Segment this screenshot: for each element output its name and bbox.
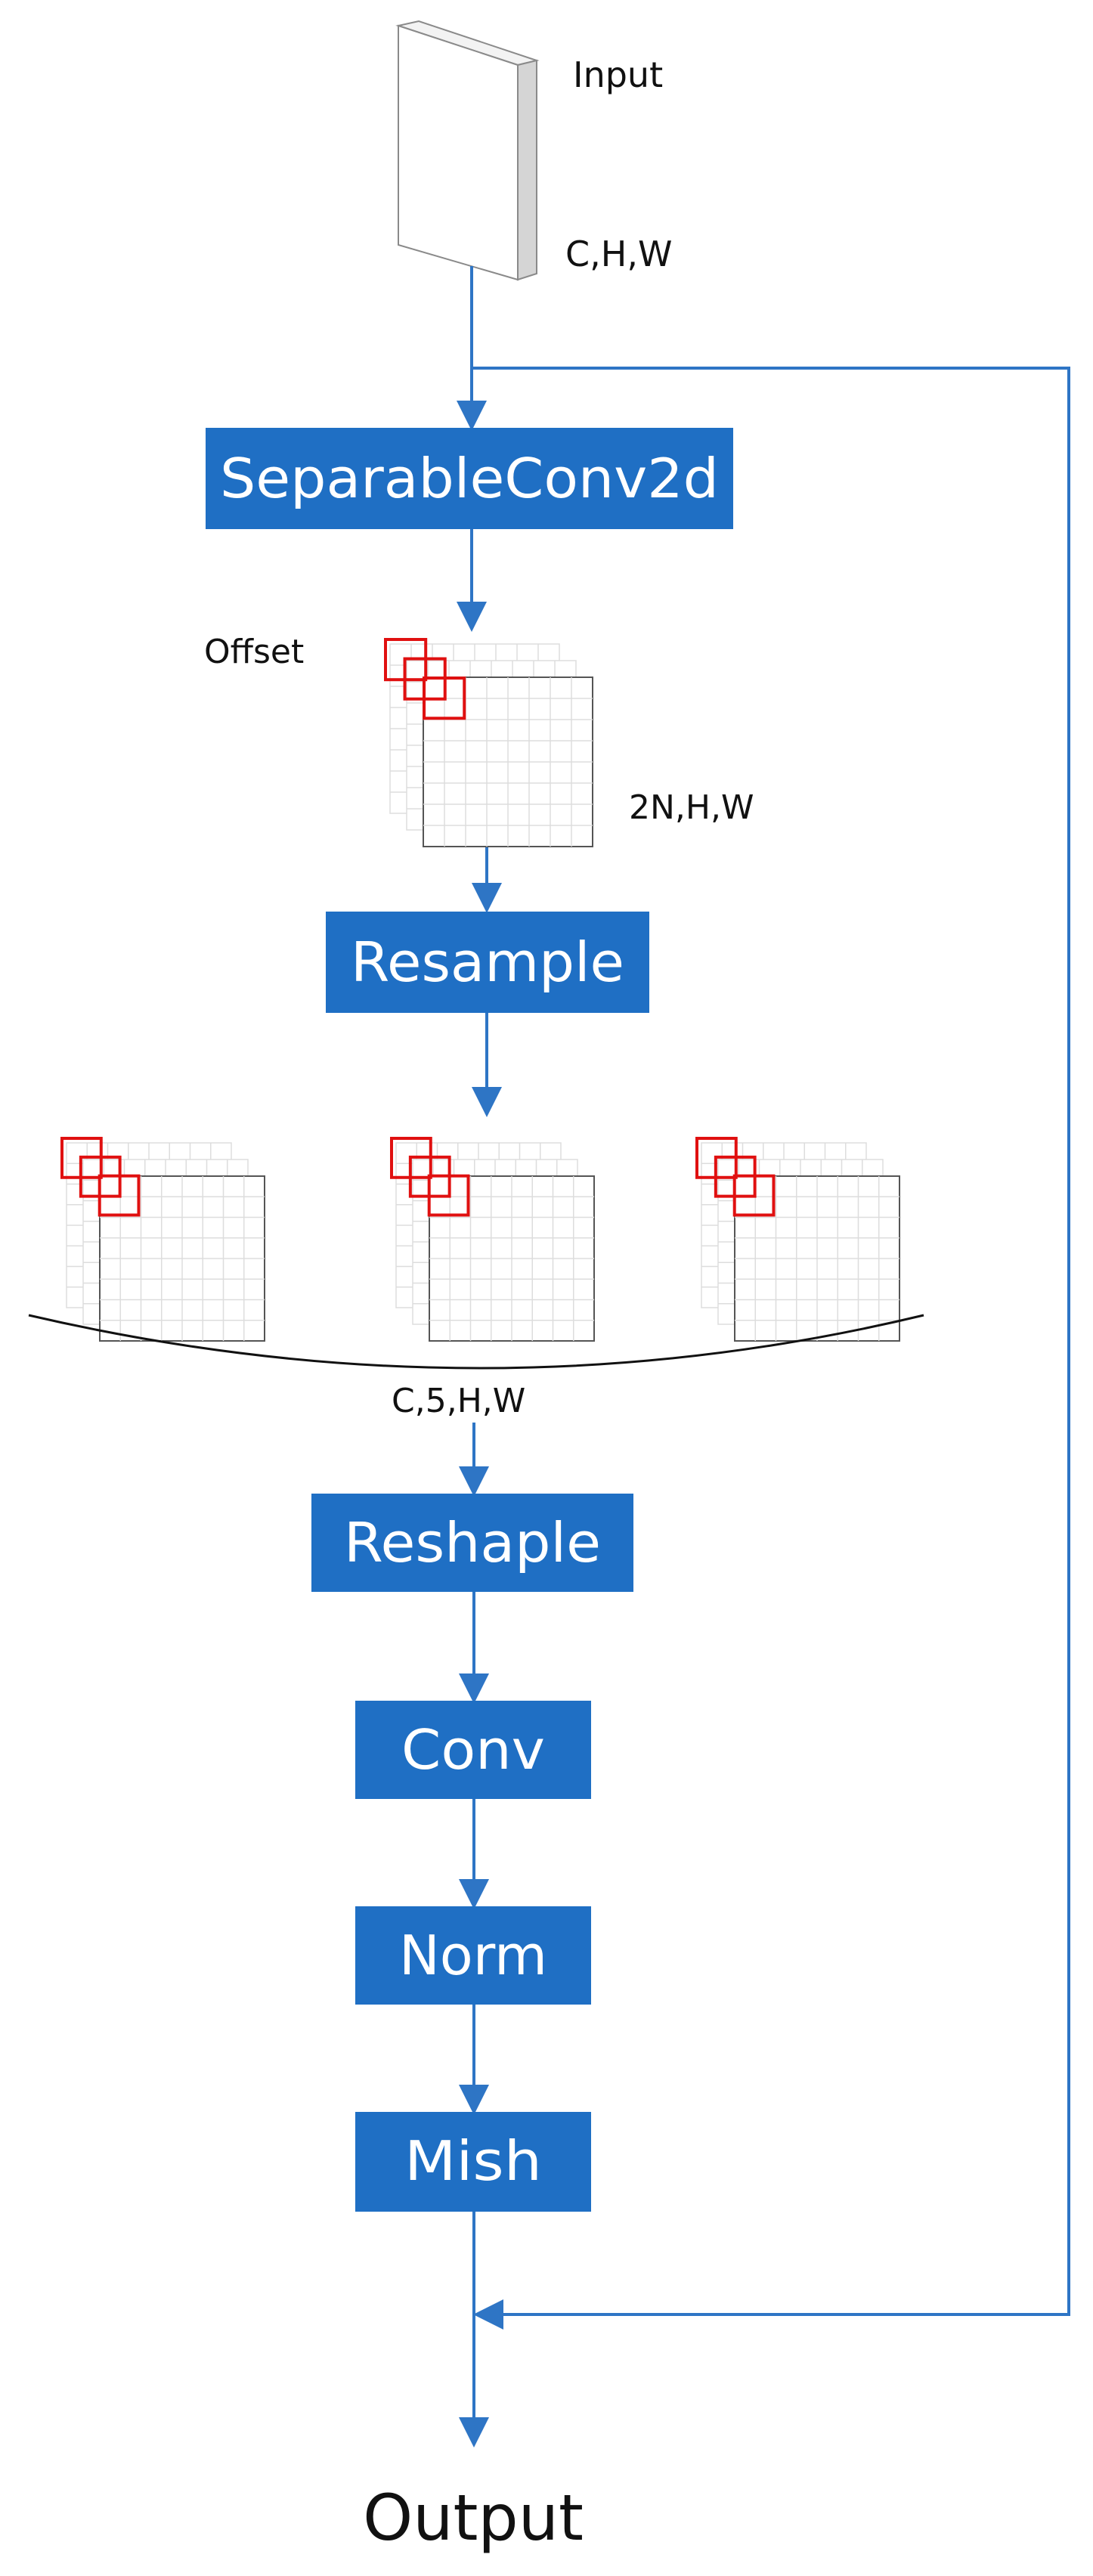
grid-layer	[100, 1176, 265, 1341]
grid-layer	[429, 1176, 594, 1341]
resampled-stack-2	[392, 1138, 594, 1341]
resample-block: Resample	[326, 912, 649, 1013]
reshaple-block: Reshaple	[311, 1494, 633, 1592]
sepconv-label: SeparableConv2d	[220, 447, 719, 510]
sepconv-block: SeparableConv2d	[206, 428, 733, 529]
resampled-stack-1	[62, 1138, 265, 1341]
offset-feature-map	[385, 639, 593, 847]
mish-block: Mish	[355, 2112, 591, 2212]
offset-label: Offset	[204, 633, 304, 671]
grid-layer	[423, 677, 593, 847]
output-label: Output	[363, 2481, 584, 2555]
resampled-stack-3	[697, 1138, 899, 1341]
norm-label: Norm	[399, 1924, 547, 1987]
grid-layer	[735, 1176, 899, 1341]
reshaple-label: Reshaple	[344, 1511, 601, 1574]
conv-block: Conv	[355, 1701, 591, 1799]
offset-shape-label: 2N,H,W	[629, 788, 754, 827]
stack-shape-label: C,5,H,W	[392, 1382, 525, 1420]
norm-block: Norm	[355, 1906, 591, 2005]
resample-label: Resample	[351, 930, 624, 994]
conv-label: Conv	[401, 1718, 545, 1782]
input-shape-label: C,H,W	[565, 234, 672, 274]
mish-label: Mish	[404, 2129, 542, 2193]
input-label: Input	[573, 54, 663, 95]
input-tensor-icon	[398, 21, 537, 280]
